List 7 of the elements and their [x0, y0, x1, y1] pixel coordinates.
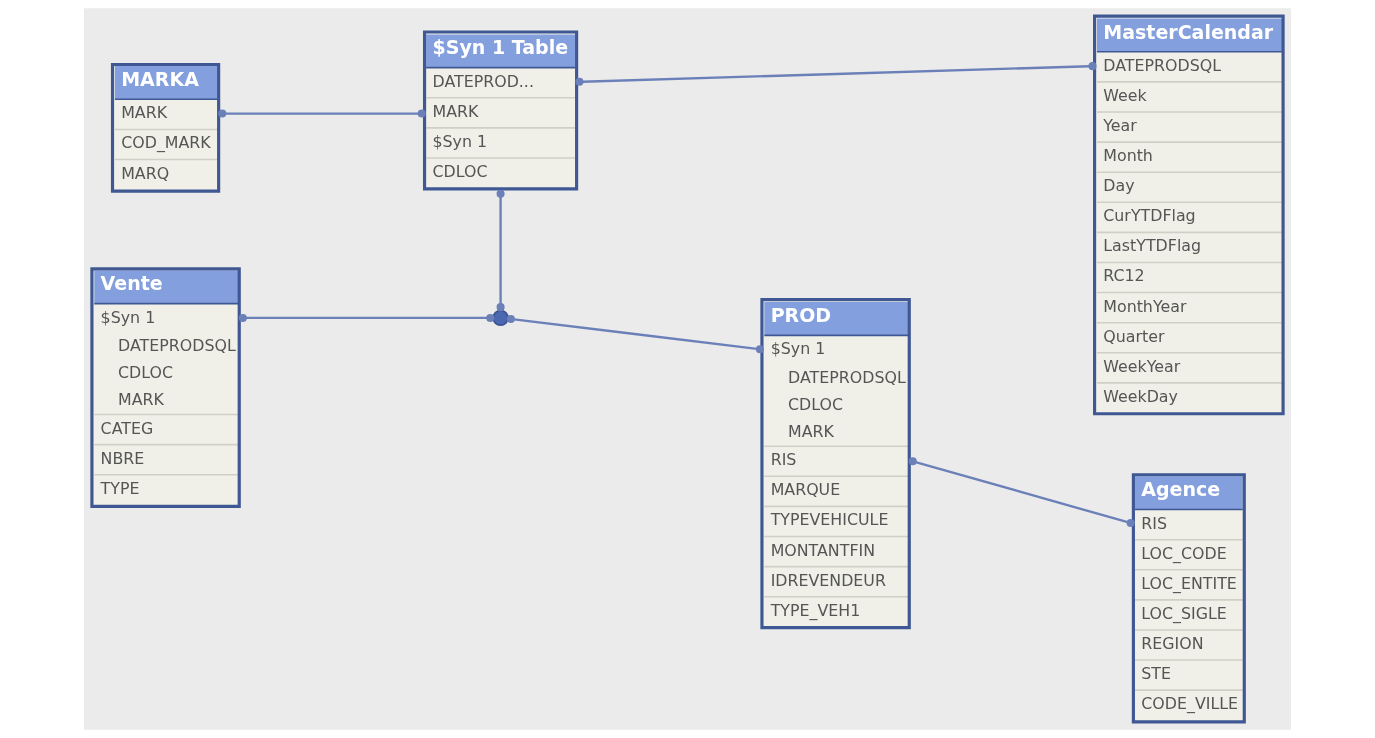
- connector: [238, 313, 495, 322]
- connector: [496, 189, 505, 312]
- connector: [575, 62, 1097, 86]
- connector: [908, 457, 1135, 528]
- connector: [506, 314, 764, 354]
- connector: [218, 109, 426, 118]
- node-circle: [492, 309, 509, 327]
